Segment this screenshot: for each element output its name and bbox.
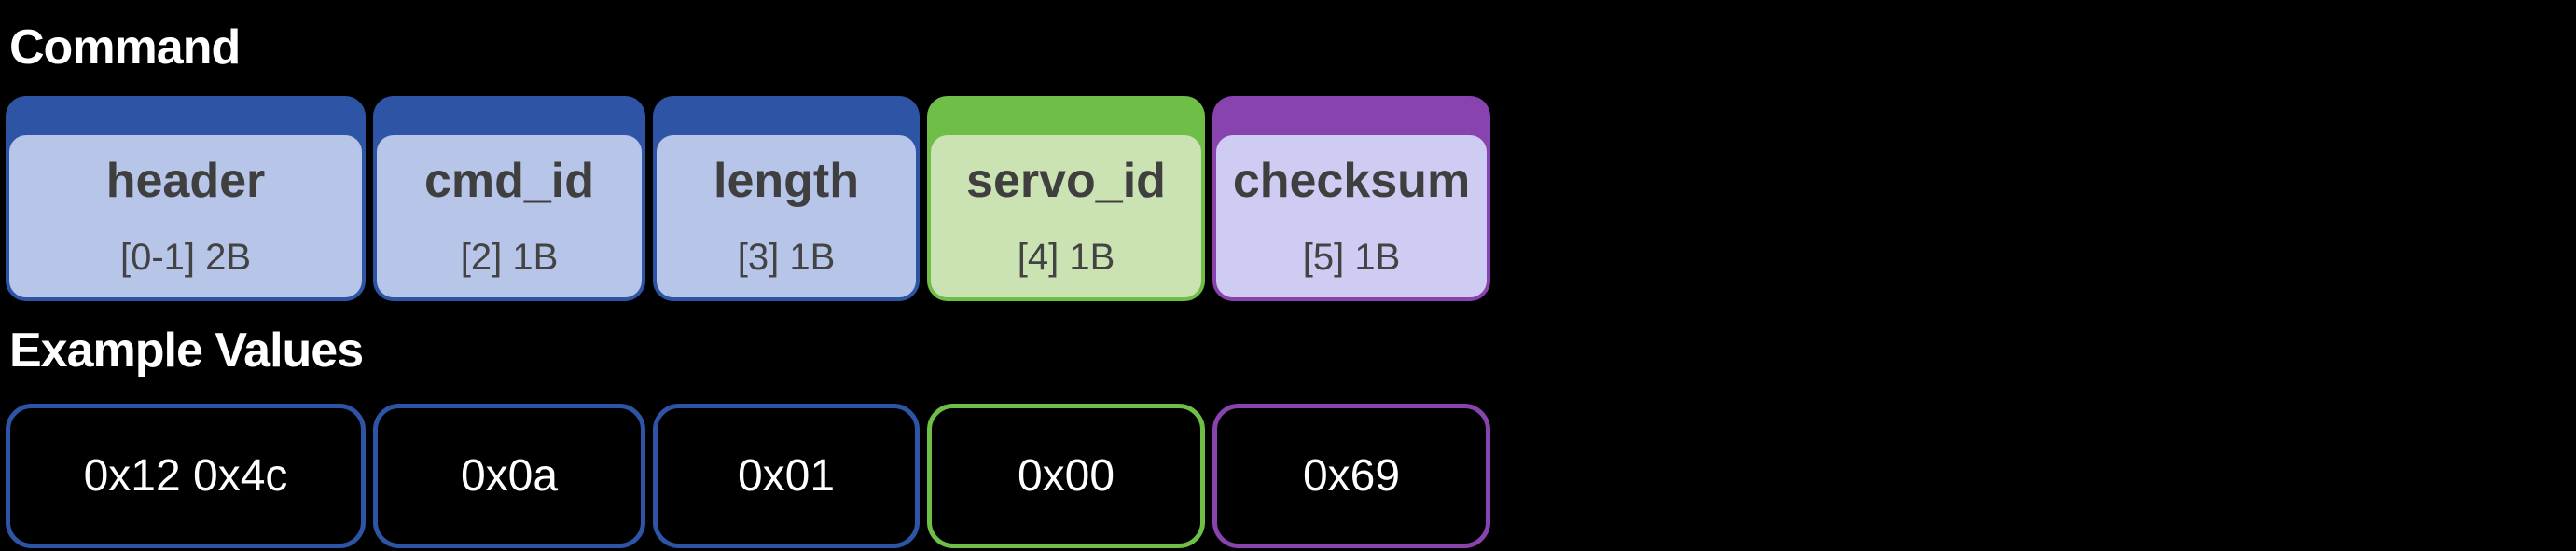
command-fields-row: header [0-1] 2B cmd_id [2] 1B length [3]… [6,96,1490,301]
example-value: 0x0a [460,450,559,501]
example-value: 0x01 [737,450,836,501]
field-body-cmd-id: cmd_id [2] 1B [373,131,645,301]
field-name: length [713,154,859,208]
field-name: header [105,154,266,208]
example-value-box-header: 0x12 0x4c [6,404,366,548]
field-box-servo-id: servo_id [4] 1B [927,96,1205,301]
field-bytes: [5] 1B [1302,237,1401,278]
example-value: 0x00 [1017,450,1115,501]
command-section-title: Command [9,21,241,75]
field-body-length: length [3] 1B [653,131,920,301]
field-bytes: [0-1] 2B [119,237,252,278]
field-box-header: header [0-1] 2B [6,96,366,301]
example-value: 0x12 0x4c [83,450,288,501]
example-values-row: 0x12 0x4c 0x0a 0x01 0x00 0x69 [6,404,1490,548]
field-body-header: header [0-1] 2B [6,131,366,301]
field-name: checksum [1232,154,1471,208]
field-bytes: [2] 1B [460,237,559,278]
example-value-box-cmd-id: 0x0a [373,404,645,548]
field-body-servo-id: servo_id [4] 1B [927,131,1205,301]
example-value-box-servo-id: 0x00 [927,404,1205,548]
example-value-box-length: 0x01 [653,404,920,548]
field-bytes: [4] 1B [1017,237,1115,278]
field-name: servo_id [966,154,1166,208]
example-values-title: Example Values [9,324,364,378]
field-bytes: [3] 1B [737,237,836,278]
field-name: cmd_id [423,154,595,208]
field-box-checksum: checksum [5] 1B [1212,96,1490,301]
field-box-cmd-id: cmd_id [2] 1B [373,96,645,301]
field-box-length: length [3] 1B [653,96,920,301]
field-body-checksum: checksum [5] 1B [1212,131,1490,301]
example-value: 0x69 [1302,450,1401,501]
example-value-box-checksum: 0x69 [1212,404,1490,548]
